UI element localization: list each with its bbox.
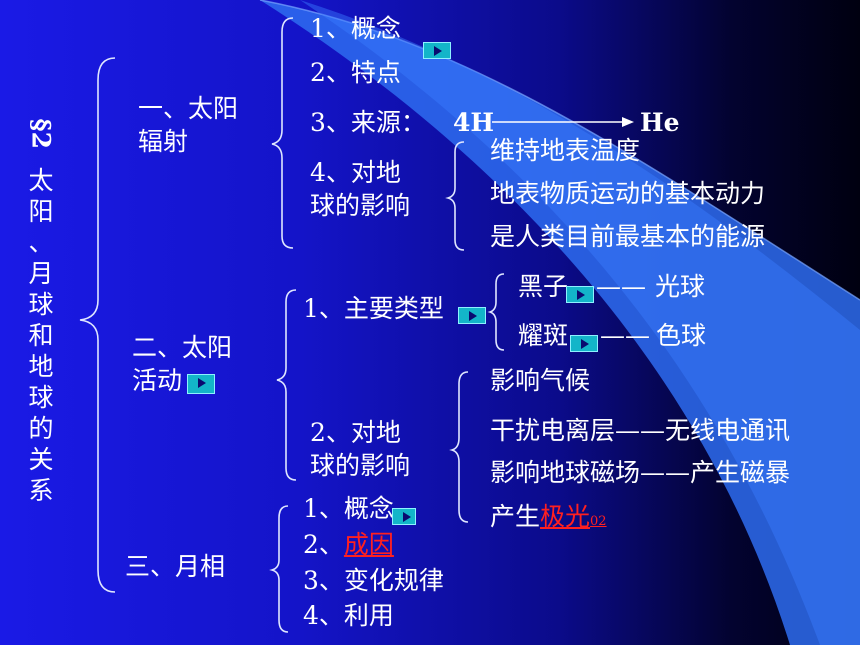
title-char: 球 xyxy=(28,383,54,412)
radiation-item-concept: 1、概念 xyxy=(310,14,401,43)
moon-item-use: 4、利用 xyxy=(303,601,394,630)
section-activity-label-2: 活动 xyxy=(132,366,183,395)
moon-item-pattern: 3、变化规律 xyxy=(303,566,444,595)
radiation-effect: 维持地表温度 xyxy=(490,136,641,165)
aurora-link[interactable]: 极光 xyxy=(540,502,591,531)
activity-effect-aurora: 产生极光02 xyxy=(490,502,607,537)
type-dash: —— xyxy=(596,272,646,301)
brace-main xyxy=(79,57,116,593)
flare-play-button[interactable] xyxy=(570,335,598,352)
aurora-suffix[interactable]: 02 xyxy=(590,514,607,529)
reaction-arrow xyxy=(492,117,634,127)
radiation-item-effect-2: 球的影响 xyxy=(310,191,411,220)
concept-play-button[interactable] xyxy=(423,42,451,59)
brace-activity-effects xyxy=(449,371,469,523)
activity-effect: 干扰电离层——无线电通讯 xyxy=(490,416,791,445)
beam-inner xyxy=(300,0,860,645)
activity-item-effect-2: 球的影响 xyxy=(310,451,411,480)
reaction-to: He xyxy=(640,108,680,137)
beam-edge xyxy=(259,0,860,301)
title-char: 球 xyxy=(28,290,54,319)
title-char: 系 xyxy=(28,476,54,505)
brace-types xyxy=(487,273,505,351)
type-flare: 耀斑 xyxy=(518,321,569,350)
sunspot-play-button[interactable] xyxy=(566,286,594,303)
radiation-item-feature: 2、特点 xyxy=(310,58,401,87)
type-dash: —— xyxy=(600,321,650,350)
reaction-from: 4H xyxy=(453,108,495,137)
radiation-item-effect-1: 4、对地 xyxy=(310,158,401,187)
type-sunspot-layer: 光球 xyxy=(655,272,706,301)
activity-effect: 影响地球磁场——产生磁暴 xyxy=(490,458,791,487)
type-flare-layer: 色球 xyxy=(656,321,707,350)
title-char: 地 xyxy=(28,352,54,381)
title-char: 的 xyxy=(28,414,54,443)
moon-concept-play-button[interactable] xyxy=(392,508,416,525)
title-char: 月 xyxy=(28,259,54,288)
title-char: 太 xyxy=(28,166,54,195)
activity-item-effect-1: 2、对地 xyxy=(310,418,401,447)
title-char: 和 xyxy=(28,321,54,350)
title-char: 关 xyxy=(28,445,54,474)
section-moon-label: 三、月相 xyxy=(125,552,226,581)
moon-cause-prefix: 2、 xyxy=(303,530,344,559)
slide-title: §2 太 阳 、 月 球 和 地 球 的 关 系 xyxy=(26,118,56,506)
radiation-effect: 是人类目前最基本的能源 xyxy=(490,222,766,251)
radiation-effect: 地表物质运动的基本动力 xyxy=(490,179,766,208)
title-char: 、 xyxy=(28,228,54,257)
moon-item-cause: 2、成因 xyxy=(303,530,394,560)
types-play-button[interactable] xyxy=(458,307,486,324)
section-activity-label-1: 二、太阳 xyxy=(132,333,233,362)
section-symbol: §2 xyxy=(26,118,56,149)
section-radiation-label-1: 一、太阳 xyxy=(138,94,239,123)
title-char: 阳 xyxy=(28,197,54,226)
brace-moon xyxy=(269,505,289,633)
brace-radiation-effects xyxy=(445,141,465,251)
moon-item-concept: 1、概念 xyxy=(303,494,394,523)
activity-effect: 影响气候 xyxy=(490,366,591,395)
type-sunspot: 黑子 xyxy=(518,272,569,301)
activity-item-types: 1、主要类型 xyxy=(303,294,444,323)
activity-play-button[interactable] xyxy=(187,374,215,394)
aurora-prefix: 产生 xyxy=(490,502,541,531)
brace-activity xyxy=(276,289,297,481)
light-beam xyxy=(260,0,860,645)
moon-cause-link[interactable]: 成因 xyxy=(343,530,394,559)
section-radiation-label-2: 辐射 xyxy=(138,127,189,156)
radiation-item-source: 3、来源： xyxy=(310,108,426,137)
brace-radiation xyxy=(271,17,294,249)
